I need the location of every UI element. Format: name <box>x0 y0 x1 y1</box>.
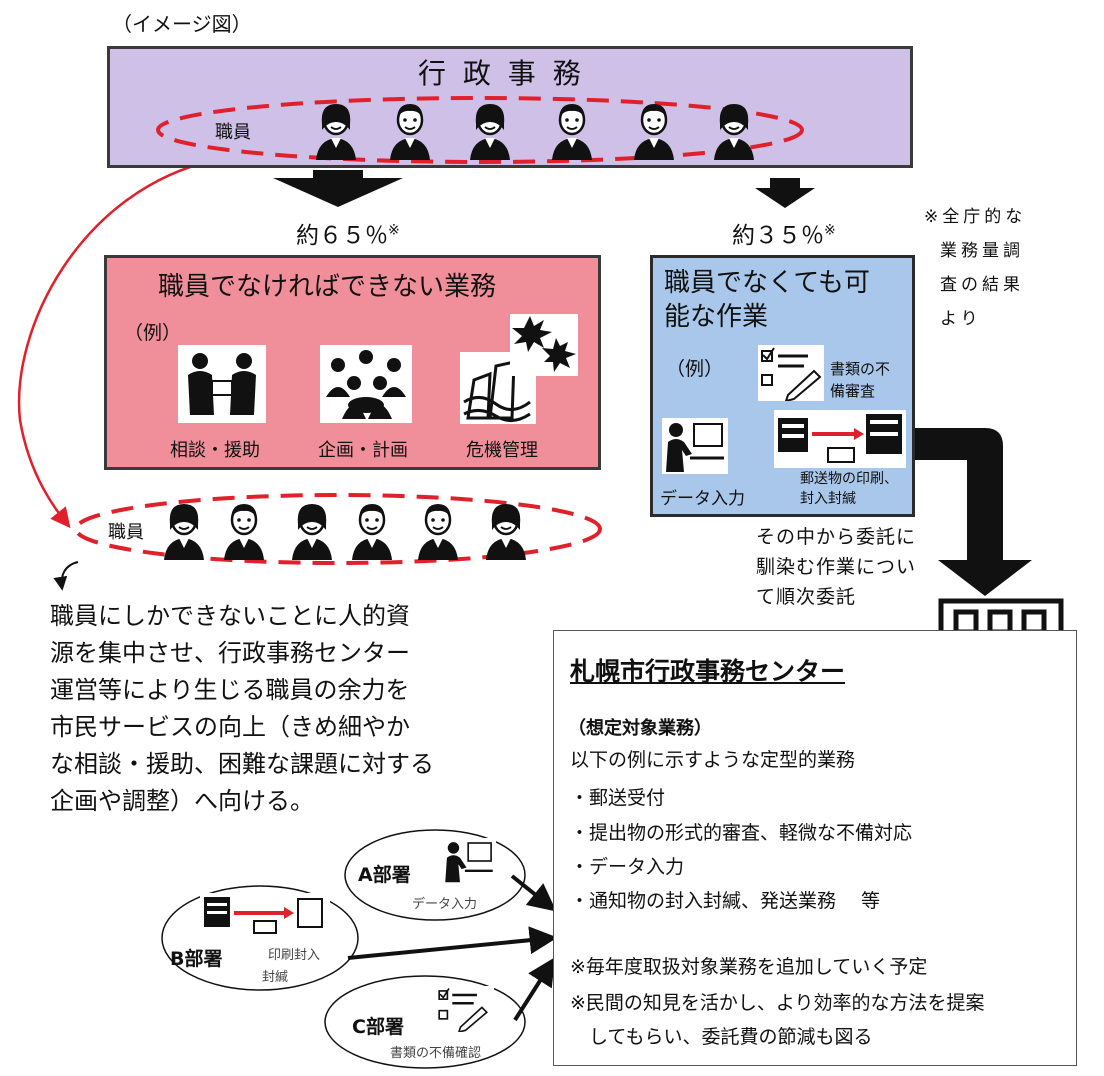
data-entry-icon <box>662 418 728 474</box>
center-title: 札幌市行政事務センター <box>570 657 846 686</box>
staff-person-icon <box>314 100 358 160</box>
center-target-heading: （想定対象業務） <box>568 718 712 739</box>
item-data-entry: データ入力 <box>660 489 745 509</box>
survey-note-3: 査の結果 <box>940 275 1024 295</box>
staff-person-icon <box>222 500 266 560</box>
admin-center-box <box>553 630 1077 1066</box>
dept-b-name: B部署 <box>170 948 223 970</box>
non-staff-title-1: 職員でなくても可 <box>664 268 870 298</box>
arrow-to-center <box>915 428 1032 596</box>
red-curve-arrow <box>17 158 216 529</box>
staff-only-title: 職員でなければできない業務 <box>158 272 497 302</box>
percent-left-value: 約６５％ <box>296 223 388 249</box>
admin-affairs-box <box>107 46 913 168</box>
example-item-consultation: 相談・援助 <box>170 440 260 461</box>
staff-only-example-label: （例） <box>124 322 182 344</box>
center-task-4: ・通知物の封入封緘、発送業務 等 <box>570 890 881 912</box>
admin-title: 行 政 事 務 <box>418 57 585 90</box>
center-task-1: ・郵送受付 <box>570 787 666 809</box>
staff-person-icon <box>290 500 334 560</box>
center-intro: 以下の例に示すような定型的業務 <box>570 749 856 771</box>
dept-c-checklist-icon <box>432 986 494 1034</box>
outsourcing-note-3: て順次委託 <box>756 586 857 608</box>
item-printing-2: 封入封緘 <box>800 491 856 507</box>
center-note-2: ※民間の知見を活かし、より効率的な方法を提案 <box>570 992 985 1014</box>
example-item-crisis: 危機管理 <box>466 440 538 461</box>
concentrate-line-6: 企画や調整）へ向ける。 <box>50 787 314 815</box>
dept-a-data-entry-icon <box>442 838 496 884</box>
percent-right-value: 約３５％ <box>732 223 824 249</box>
staff-label-top: 職員 <box>215 122 251 143</box>
dept-b-task-1: 印刷封入 <box>268 948 321 963</box>
percent-right: 約３５％※ <box>732 216 836 250</box>
staff-dashed-ellipse-lower <box>74 493 602 565</box>
center-task-2: ・提出物の形式的審査、軽微な不備対応 <box>570 822 913 844</box>
survey-note-4: より <box>940 309 982 329</box>
center-task-3: ・データ入力 <box>570 856 685 878</box>
arrow-down-right <box>755 178 815 208</box>
concentrate-line-5: な相談・援助、困難な課題に対する <box>50 750 434 778</box>
non-staff-title-2: 能な作業 <box>664 302 769 332</box>
staff-person-icon <box>162 500 206 560</box>
item-printing-1: 郵送物の印刷、 <box>800 471 898 487</box>
staff-person-icon <box>416 500 460 560</box>
dept-c-name: C部署 <box>352 1016 404 1038</box>
concentrate-line-2: 源を集中させ、行政事務センター <box>50 639 410 667</box>
concentrate-line-3: 運営等により生じる職員の余力を <box>50 676 410 704</box>
item-check-docs-1: 書類の不 <box>830 360 891 378</box>
example-item-planning: 企画・計画 <box>318 440 408 461</box>
staff-person-icon <box>712 100 756 160</box>
dept-c-connector <box>513 957 556 1022</box>
percent-left: 約６５％※ <box>296 216 400 250</box>
center-note-3: してもらい、委託費の節減も図る <box>570 1026 873 1048</box>
concentrate-line-4: 市民サービスの向上（きめ細やか <box>50 713 410 741</box>
black-curve-arrow <box>53 561 79 591</box>
non-staff-example-label: （例） <box>666 358 724 380</box>
staff-person-icon <box>388 100 432 160</box>
survey-note-1: ※全庁的な <box>924 207 1027 227</box>
survey-note-2: 業務量調 <box>940 241 1024 261</box>
dept-b-task-2: 封緘 <box>262 970 289 985</box>
staff-person-icon <box>468 100 512 160</box>
concentrate-line-1: 職員にしかできないことに人的資 <box>50 602 410 630</box>
dept-a-task: データ入力 <box>412 897 478 912</box>
staff-person-icon <box>550 100 594 160</box>
checklist-icon <box>758 345 824 403</box>
staff-dashed-ellipse-top <box>156 96 804 164</box>
dept-a-name: A部署 <box>358 864 411 886</box>
center-note-1: ※毎年度取扱対象業務を追加していく予定 <box>570 956 928 978</box>
outsourcing-note-1: その中から委託に <box>756 526 917 548</box>
percent-right-mark: ※ <box>824 222 836 239</box>
dept-c-task: 書類の不備確認 <box>390 1046 482 1061</box>
staff-person-icon <box>632 100 676 160</box>
dept-b-print-icon <box>200 893 330 937</box>
staff-person-icon <box>350 500 394 560</box>
consultation-icon <box>178 345 266 423</box>
caption: （イメージ図） <box>112 12 252 36</box>
staff-person-icon <box>484 500 528 560</box>
planning-icon <box>320 345 412 423</box>
percent-left-mark: ※ <box>388 222 400 239</box>
explosion-icon <box>510 314 578 376</box>
print-envelope-icon <box>774 410 906 468</box>
outsourcing-note-2: 馴染む作業につい <box>756 556 917 578</box>
item-check-docs-2: 備審査 <box>830 382 876 400</box>
dept-b-connector <box>347 926 558 960</box>
arrow-down-left <box>273 170 403 207</box>
dept-a-connector <box>510 874 557 912</box>
staff-label-lower: 職員 <box>108 522 144 543</box>
